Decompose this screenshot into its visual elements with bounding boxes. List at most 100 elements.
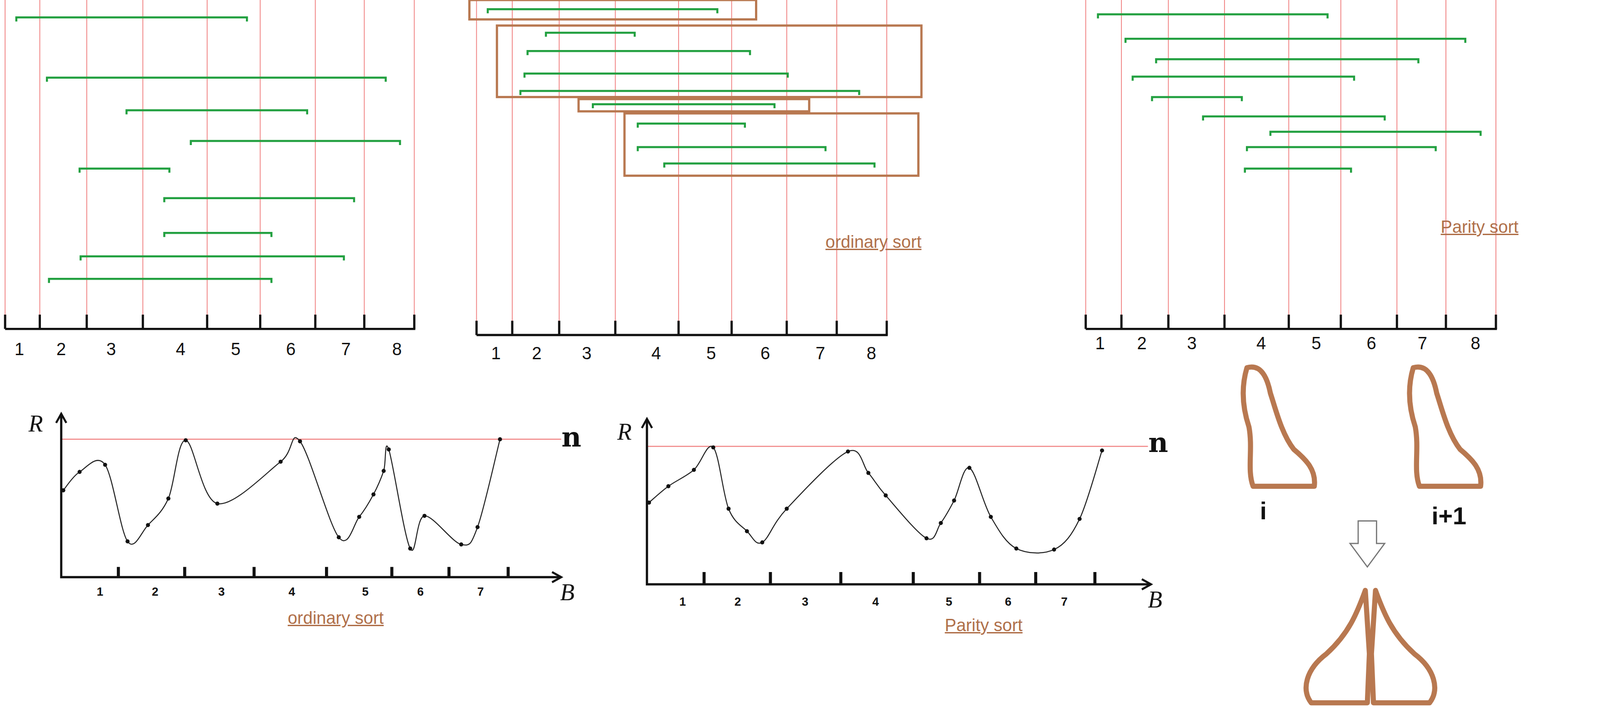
query-interval xyxy=(16,17,247,22)
footprints xyxy=(1243,366,1481,703)
axis-number: 6 xyxy=(1005,595,1012,608)
query-interval xyxy=(1245,168,1351,173)
axis-tick xyxy=(677,320,680,335)
query-dot xyxy=(145,522,150,527)
query-interval xyxy=(545,32,635,37)
axis-number: 4 xyxy=(1256,334,1266,352)
query-interval xyxy=(79,168,170,173)
axis-number: 8 xyxy=(392,340,402,358)
axis-number: 5 xyxy=(230,340,241,358)
axis-tick xyxy=(510,320,514,335)
query-interval xyxy=(1270,131,1481,136)
query-dot xyxy=(666,484,671,489)
axis-number: 5 xyxy=(1311,334,1321,352)
axis-number: 6 xyxy=(760,344,770,362)
query-interval xyxy=(1246,146,1436,151)
query-interval xyxy=(527,50,750,55)
query-interval xyxy=(164,198,355,203)
query-interval xyxy=(1098,14,1328,19)
axis-number: 3 xyxy=(581,344,592,362)
query-dot xyxy=(866,470,871,475)
axis-tick xyxy=(1339,314,1342,329)
sort-caption: Parity sort xyxy=(945,616,1023,634)
axis-number: 7 xyxy=(815,344,825,362)
block-tick xyxy=(1034,571,1038,585)
axis-number: 7 xyxy=(1417,334,1428,352)
query-dot xyxy=(357,514,362,519)
axis-line xyxy=(1085,327,1498,330)
query-dot xyxy=(726,506,731,511)
block-tick xyxy=(1093,571,1097,585)
axis-line xyxy=(476,333,888,336)
axis-tick xyxy=(785,320,788,335)
query-dot xyxy=(938,520,943,525)
axis-tick xyxy=(1395,314,1399,329)
axis-tick xyxy=(413,314,416,329)
axis-number: 4 xyxy=(872,595,879,608)
query-dot xyxy=(408,546,413,551)
axis-number: 4 xyxy=(651,344,661,362)
axis-tick xyxy=(1084,314,1087,329)
axis-tick xyxy=(259,314,262,329)
block-tick xyxy=(390,566,394,577)
query-dot xyxy=(278,459,283,464)
axis-number: 1 xyxy=(14,340,25,358)
block-tick xyxy=(325,566,329,577)
r-curve xyxy=(649,445,1103,553)
grid-line xyxy=(315,0,316,328)
axis-number: 5 xyxy=(945,595,953,608)
query-interval xyxy=(1155,59,1419,64)
query-dot xyxy=(691,467,696,472)
axis-tick xyxy=(730,320,733,335)
axis-number: 5 xyxy=(706,344,716,362)
grid-line xyxy=(1224,0,1225,328)
query-dot xyxy=(386,447,391,452)
axis-number: 8 xyxy=(866,344,877,362)
axis-number: 2 xyxy=(151,585,159,598)
query-dot xyxy=(381,468,386,473)
axis-tick xyxy=(85,314,88,329)
axis-number: 4 xyxy=(175,340,186,358)
axis-number: 2 xyxy=(531,344,542,362)
axis-tick xyxy=(1167,314,1170,329)
axis-number: 8 xyxy=(1470,334,1481,352)
query-dot xyxy=(760,540,765,545)
axis-line xyxy=(5,327,415,330)
graph-axes xyxy=(61,413,562,577)
grid-line xyxy=(1396,0,1398,328)
block-tick xyxy=(769,571,773,585)
axis-number: 3 xyxy=(106,340,116,358)
axis-number: 7 xyxy=(477,585,484,598)
query-interval xyxy=(637,123,745,128)
query-interval xyxy=(487,9,718,14)
grid-line xyxy=(414,0,415,328)
foot-label: i xyxy=(1260,498,1267,523)
axis-label: B xyxy=(1147,587,1163,612)
axis-tick xyxy=(558,320,561,335)
axis-number: 1 xyxy=(490,344,501,362)
grid-line xyxy=(1120,0,1122,328)
query-dot xyxy=(1077,516,1082,521)
query-dot xyxy=(646,500,651,505)
query-dot xyxy=(77,469,82,474)
axis-label: n xyxy=(561,423,582,451)
axis-tick xyxy=(475,320,478,335)
grid-line xyxy=(364,0,365,328)
axis-tick xyxy=(1445,314,1448,329)
axis-tick xyxy=(4,314,7,329)
grid-line xyxy=(786,0,788,335)
block-tick xyxy=(978,571,982,585)
axis-number: 2 xyxy=(734,595,741,608)
query-dot xyxy=(459,542,464,547)
grid-line xyxy=(39,0,41,328)
query-interval xyxy=(520,90,860,95)
sort-caption: ordinary sort xyxy=(287,609,384,627)
axis-number: 4 xyxy=(288,585,295,598)
query-interval xyxy=(1132,76,1355,81)
block-tick xyxy=(911,571,915,585)
query-dot xyxy=(371,492,376,497)
axis-label: n xyxy=(1148,428,1169,456)
limit-line xyxy=(61,438,562,440)
query-interval xyxy=(1125,38,1466,43)
